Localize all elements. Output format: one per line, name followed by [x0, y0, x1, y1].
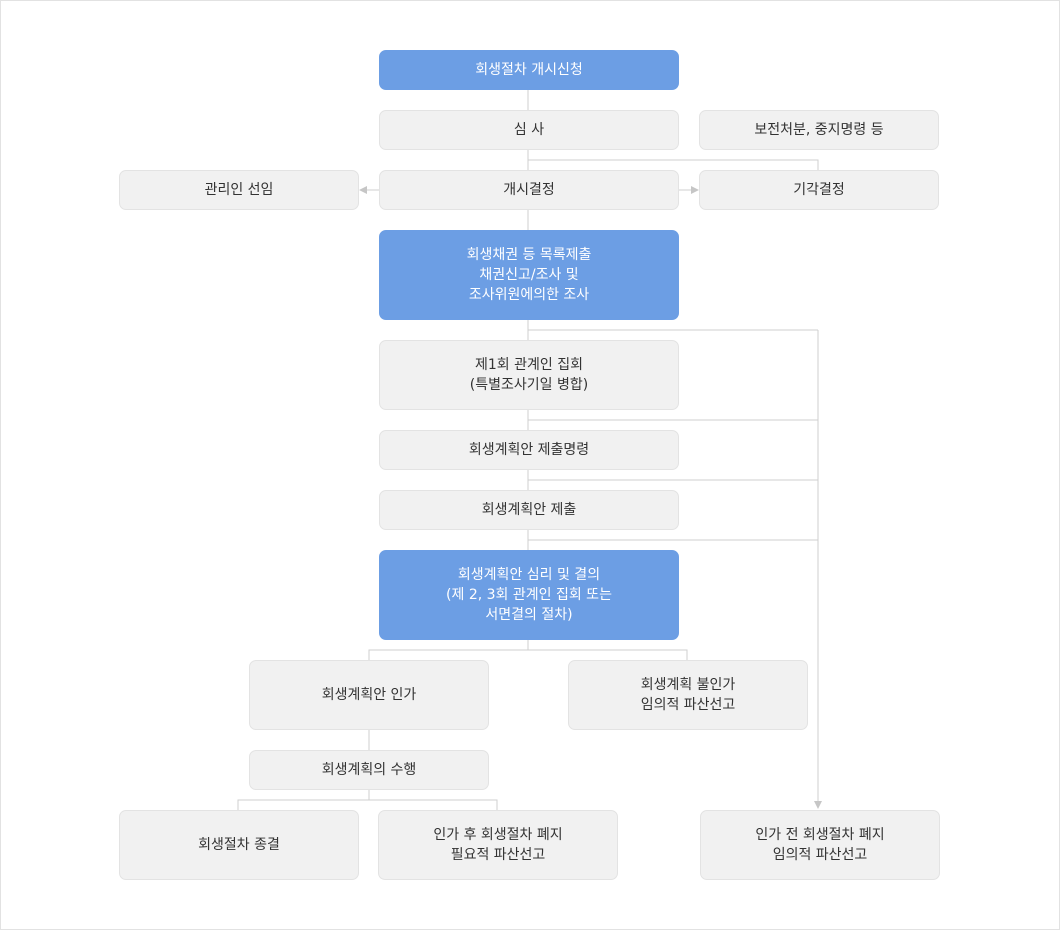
step-label-line: 개시결정 [503, 182, 555, 198]
step-label-line: 임의적 파산선고 [640, 697, 736, 713]
step-first-creditors-meeting: 제1회 관계인 집회 (특별조사기일 병합) [379, 340, 679, 410]
step-rehabilitation-termination: 회생절차 종결 [119, 810, 359, 880]
step-label-line: 보전처분, 중지명령 등 [754, 122, 884, 138]
step-label-line: 인가 후 회생절차 폐지 [433, 827, 563, 843]
step-label-line: (제 2, 3회 관계인 집회 또는 [446, 587, 612, 603]
step-label-line: 회생계획 불인가 [640, 677, 736, 693]
step-plan-submission-order: 회생계획안 제출명령 [379, 430, 679, 470]
step-label-line: 제1회 관계인 집회 [475, 357, 583, 373]
connector [237, 799, 498, 810]
step-plan-submission: 회생계획안 제출 [379, 490, 679, 530]
step-label-line: 회생계획안 인가 [321, 687, 417, 703]
connector [528, 159, 819, 170]
step-label-line: 관리인 선임 [204, 182, 274, 198]
step-commencement-decision: 개시결정 [379, 170, 679, 210]
step-label-line: 필요적 파산선고 [450, 847, 546, 863]
step-label-line: 회생절차 종결 [198, 837, 280, 853]
step-label-line: 임의적 파산선고 [772, 847, 868, 863]
step-label-line: 심 사 [513, 122, 545, 138]
step-rehabilitation-filing: 회생절차 개시신청 [379, 50, 679, 90]
step-label-line: 회생채권 등 목록제출 [466, 247, 592, 263]
step-label-line: 회생계획안 제출명령 [468, 442, 590, 458]
step-plan-execution: 회생계획의 수행 [249, 750, 489, 790]
step-label-line: 회생계획의 수행 [321, 762, 417, 778]
step-label-line: 회생계획안 심리 및 결의 [457, 567, 601, 583]
step-review: 심 사 [379, 110, 679, 150]
step-label-line: 인가 전 회생절차 폐지 [755, 827, 885, 843]
step-label-line: 기각결정 [793, 182, 845, 198]
step-administrator-appointment: 관리인 선임 [119, 170, 359, 210]
step-label-line: 회생절차 개시신청 [475, 62, 583, 78]
step-label-line: 서면결의 절차) [485, 607, 573, 623]
connector [368, 649, 688, 660]
step-label-line: 회생계획안 제출 [481, 502, 577, 518]
step-plan-approval: 회생계획안 인가 [249, 660, 489, 730]
step-label-line: 조사위원에의한 조사 [468, 287, 590, 303]
step-label-line: 채권신고/조사 및 [479, 267, 579, 283]
step-dismissal-decision: 기각결정 [699, 170, 939, 210]
step-label-line: (특별조사기일 병합) [469, 377, 589, 393]
step-preservation-order: 보전처분, 중지명령 등 [699, 110, 939, 150]
